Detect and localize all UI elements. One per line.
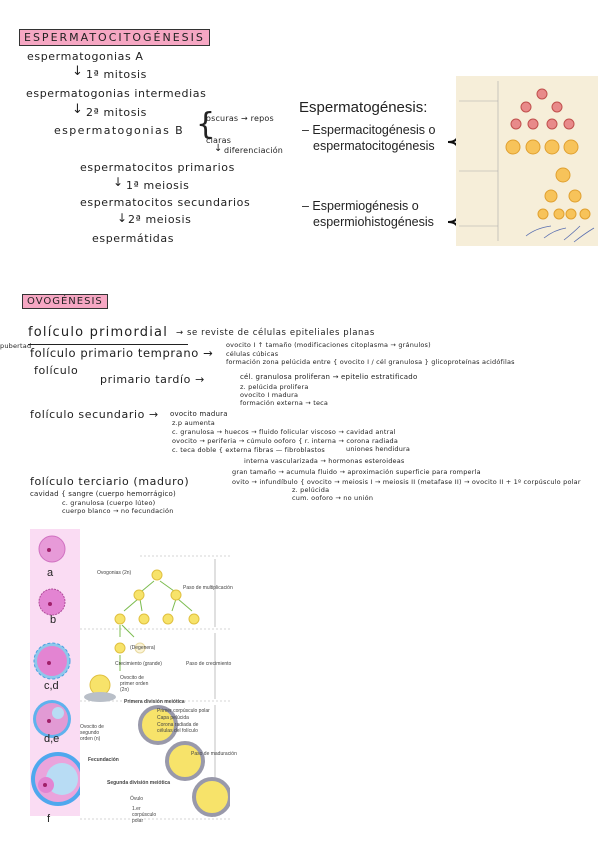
note-line: ovocito → periferia → cúmulo ooforo { r.… <box>172 437 399 445</box>
diagram-label: Ovogonias (2n) <box>97 570 132 576</box>
note-line: oscuras → repos <box>206 114 274 123</box>
diagram-label: Crecimiento (grande) <box>115 661 162 667</box>
note-line: cum. ooforo → no unión <box>292 494 374 502</box>
note-line: espermatogonias A <box>27 50 144 63</box>
note-line: formación externa → teca <box>240 399 329 407</box>
down-arrow-icon: ↓ <box>72 102 83 117</box>
stage-letter: b <box>50 614 57 626</box>
slide-item: espermatocitogénesis <box>313 139 435 153</box>
down-arrow-icon: ↓ <box>72 64 83 79</box>
note-line: ovocito I madura <box>240 391 299 399</box>
stage-letter: c,d <box>44 680 59 692</box>
note-line: interna vascularizada → hormonas esteroi… <box>244 457 405 465</box>
note-line: ovocito I ↑ tamaño (modificaciones citop… <box>226 341 431 349</box>
brace: { <box>196 107 216 142</box>
down-arrow-icon: ↓ <box>113 175 124 189</box>
diagram-label: Fecundación <box>88 757 119 763</box>
note-line: espermátidas <box>92 232 175 245</box>
diagram-label: Ovocito de primer orden (2n) <box>120 675 149 693</box>
diagram-label: Paso de maduración <box>191 751 237 757</box>
note-line: cél. granulosa proliferan → epitelio est… <box>240 373 418 381</box>
diagram-label: Óvulo <box>130 796 144 802</box>
note-line: c. teca doble { externa fibras — fibrobl… <box>172 446 326 454</box>
note-line: z. pelúcida <box>292 486 330 494</box>
note-line: pubertad <box>0 342 32 350</box>
note-line: espermatogonias intermedias <box>26 87 207 100</box>
down-arrow-icon: ↓ <box>117 211 128 225</box>
divider <box>28 344 188 345</box>
diagram-label: Capa pelúcida <box>157 715 189 721</box>
note-line: → se reviste de células epiteliales plan… <box>176 328 375 338</box>
follicle-stages-illustration <box>31 535 80 806</box>
note-line: folículo terciario (maduro) <box>30 475 190 488</box>
note-line: cavidad { sangre (cuerpo hemorrágico) <box>30 490 176 498</box>
note-line: 1ª meiosis <box>126 179 190 192</box>
diagram-label: Segunda división meiótica <box>107 780 171 786</box>
diagram-label: 1.er corpúsculo polar <box>132 806 157 824</box>
spermatogenesis-diagram <box>456 76 598 246</box>
diagram-label: Primer corpúsculo polar <box>157 708 210 714</box>
diagram-label: Primera división meiótica <box>124 699 185 705</box>
down-arrow-icon: ↓ <box>214 143 223 154</box>
slide-item: – Espermacitogénesis o <box>302 123 436 137</box>
section-title-ovogenesis: OVOGÉNESIS <box>22 294 108 309</box>
stage-letter: a <box>47 567 54 579</box>
diagram-label: Paso de crecimiento <box>186 661 232 667</box>
note-line: folículo secundario → <box>30 408 159 421</box>
slide-heading: Espermatogénesis: <box>299 99 428 116</box>
diagram-label: Ovocito de segundo orden (n) <box>80 724 104 742</box>
section-title-espermatocitogenesis: ESPERMATOCITOGÉNESIS <box>19 29 210 46</box>
note-line: c. granulosa (cuerpo lúteo) <box>62 499 156 507</box>
note-line: ovito → infundíbulo { ovocito → meiosis … <box>232 478 581 486</box>
stage-letter: f <box>47 813 51 825</box>
note-line: diferenciación <box>224 146 284 155</box>
slide-item: espermiohistogénesis <box>313 215 434 229</box>
note-line: claras <box>206 136 232 145</box>
stage-letter: d,e <box>44 733 60 745</box>
note-line: gran tamaño → acumula fluido → aproximac… <box>232 468 481 476</box>
note-line: folículo <box>34 364 79 377</box>
note-line: espermatocitos primarios <box>80 161 235 174</box>
note-line: espermatocitos secundarios <box>80 196 251 209</box>
diagram-label: Paso de multiplicación <box>183 585 233 591</box>
note-line: 1ª mitosis <box>86 68 148 81</box>
note-line: células cúbicas <box>226 350 279 358</box>
note-line: ovocito madura <box>170 410 228 418</box>
diagram-label: Corona radiada de células del folículo <box>157 722 199 734</box>
spermatogenesis-slide: Espermatogénesis: – Espermacitogénesis o… <box>296 74 600 249</box>
note-line: primario tardío → <box>100 373 205 386</box>
diagram-label: (Degenera) <box>130 645 156 651</box>
slide-item: – Espermiogénesis o <box>302 199 419 213</box>
note-line: c. granulosa → huecos → fluido folicular… <box>172 428 396 436</box>
note-line: z.p aumenta <box>172 419 215 427</box>
note-line: espermatogonias B <box>54 124 185 137</box>
note-line: cuerpo blanco → no fecundación <box>62 507 174 515</box>
note-line: formación zona pelúcida entre { ovocito … <box>226 358 515 366</box>
note-line: 2ª mitosis <box>86 106 148 119</box>
note-line: folículo primario temprano → <box>30 346 214 360</box>
note-line: 2ª meiosis <box>128 213 192 226</box>
oogenesis-diagram <box>80 555 230 820</box>
note-line: uniones hendidura <box>346 445 411 453</box>
note-line: z. pelúcida prolifera <box>240 383 309 391</box>
note-line: folículo primordial <box>28 325 169 340</box>
